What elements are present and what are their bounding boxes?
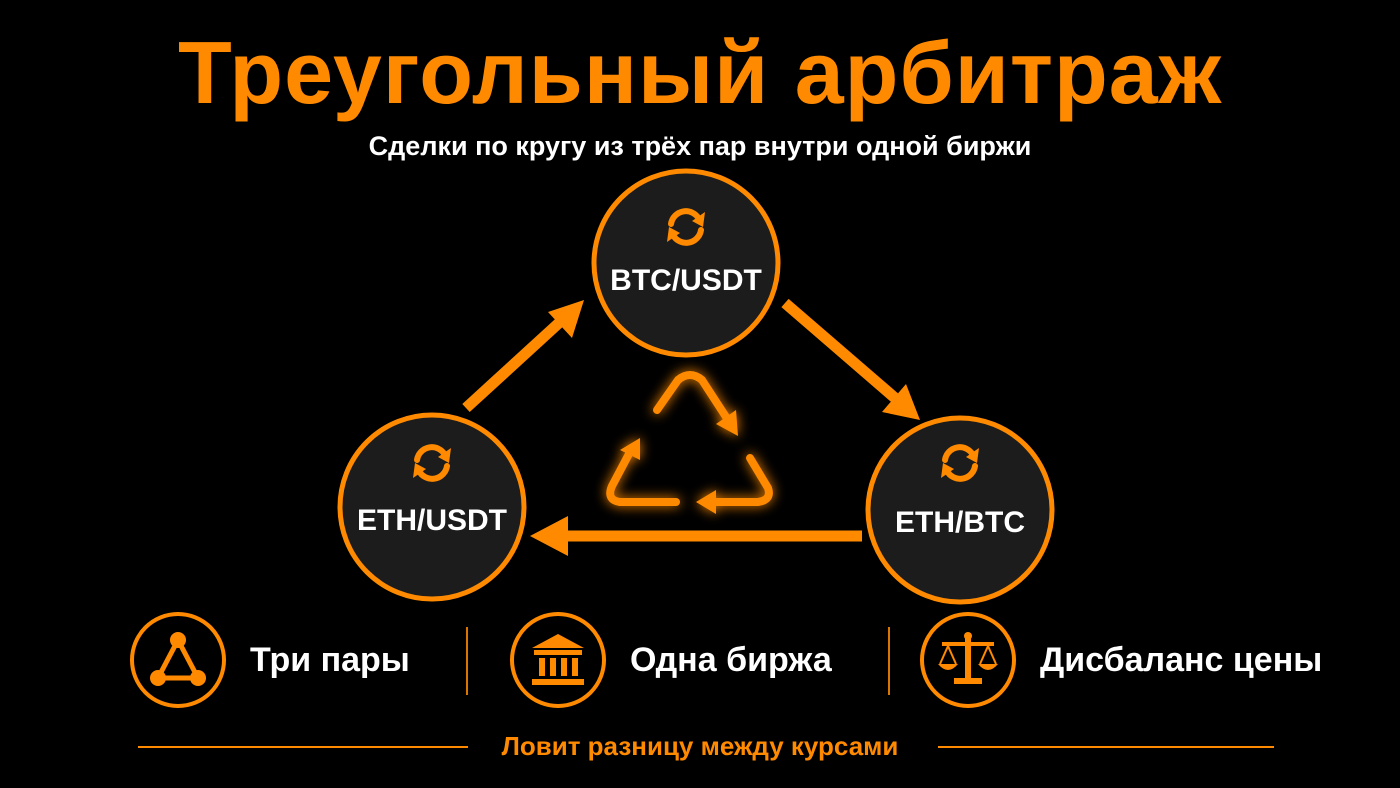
feature-three-pairs: Три пары <box>128 605 410 715</box>
divider <box>466 627 468 695</box>
footer: Ловит разницу между курсами <box>0 725 1400 765</box>
footer-rule-right <box>938 746 1274 748</box>
page-title: Треугольный арбитраж <box>177 23 1223 122</box>
feature-label: Три пары <box>250 640 410 679</box>
feature-label: Одна биржа <box>630 640 832 679</box>
arrow-btcusdt-to-ethbtc <box>781 298 920 420</box>
arrow-ethbtc-to-ethusdt <box>530 516 862 556</box>
feature-one-exchange: Одна биржа <box>508 605 832 715</box>
scales-icon <box>920 612 1016 708</box>
feature-label: Дисбаланс цены <box>1040 640 1323 679</box>
arrow-ethusdt-to-btcusdt <box>462 300 584 413</box>
node-eth-usdt: ETH/USDT <box>337 412 527 602</box>
divider <box>888 627 890 695</box>
page-subtitle: Сделки по кругу из трёх пар внутри одной… <box>368 131 1032 161</box>
node-label: BTC/USDT <box>610 264 762 297</box>
footer-rule-left <box>138 746 468 748</box>
node-btc-usdt: BTC/USDT <box>591 168 781 358</box>
features-row: Три пары Одна биржа Д <box>0 605 1400 715</box>
bank-icon <box>510 612 606 708</box>
node-label: ETH/USDT <box>357 504 507 537</box>
footer-tagline: Ловит разницу между курсами <box>501 731 899 761</box>
triangle-network-icon <box>130 612 226 708</box>
cycle-triangle-icon <box>606 371 773 514</box>
feature-price-imbalance: Дисбаланс цены <box>918 605 1322 715</box>
node-label: ETH/BTC <box>895 506 1025 539</box>
node-eth-btc: ETH/BTC <box>865 415 1055 605</box>
